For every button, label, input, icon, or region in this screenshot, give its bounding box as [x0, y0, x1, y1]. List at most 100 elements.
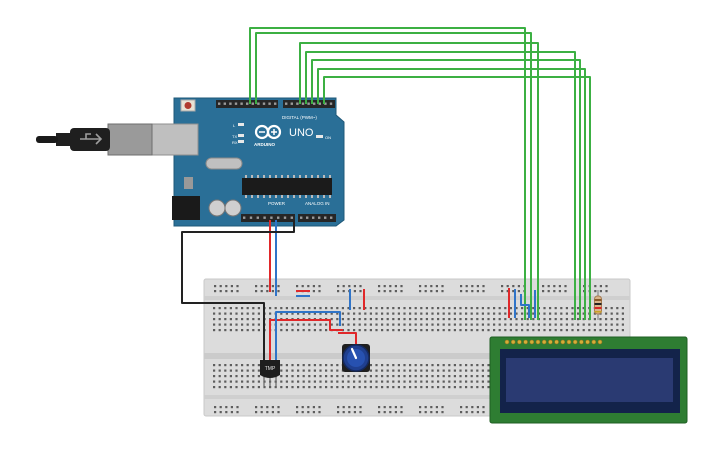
- breadboard-hole[interactable]: [588, 329, 591, 332]
- breadboard-hole[interactable]: [302, 369, 305, 372]
- breadboard-hole[interactable]: [252, 318, 255, 321]
- breadboard-hole[interactable]: [392, 364, 395, 367]
- breadboard-hole[interactable]: [257, 386, 260, 389]
- breadboard-hole[interactable]: [465, 364, 468, 367]
- breadboard-hole[interactable]: [392, 323, 395, 326]
- breadboard-hole[interactable]: [565, 329, 568, 332]
- breadboard-hole[interactable]: [482, 285, 485, 288]
- breadboard-hole[interactable]: [448, 323, 451, 326]
- header-pin[interactable]: [285, 102, 288, 105]
- breadboard-hole[interactable]: [302, 329, 305, 332]
- breadboard-hole[interactable]: [453, 364, 456, 367]
- lcd-pin-header[interactable]: [504, 339, 603, 345]
- breadboard-hole[interactable]: [291, 323, 294, 326]
- breadboard-hole[interactable]: [246, 364, 249, 367]
- header-pin[interactable]: [324, 216, 327, 219]
- breadboard-hole[interactable]: [460, 406, 463, 409]
- breadboard-hole[interactable]: [341, 312, 344, 315]
- breadboard-hole[interactable]: [235, 323, 238, 326]
- breadboard-hole[interactable]: [425, 364, 428, 367]
- breadboard-hole[interactable]: [260, 406, 263, 409]
- breadboard-hole[interactable]: [255, 290, 258, 293]
- breadboard-hole[interactable]: [409, 364, 412, 367]
- breadboard-hole[interactable]: [605, 285, 608, 288]
- breadboard-hole[interactable]: [318, 285, 321, 288]
- breadboard-hole[interactable]: [257, 369, 260, 372]
- breadboard-hole[interactable]: [470, 318, 473, 321]
- header-pin[interactable]: [263, 216, 266, 219]
- breadboard-hole[interactable]: [501, 285, 504, 288]
- breadboard-hole[interactable]: [425, 329, 428, 332]
- breadboard-hole[interactable]: [465, 323, 468, 326]
- breadboard-hole[interactable]: [330, 364, 333, 367]
- breadboard-hole[interactable]: [246, 386, 249, 389]
- breadboard-hole[interactable]: [312, 406, 315, 409]
- breadboard-hole[interactable]: [359, 290, 362, 293]
- breadboard-hole[interactable]: [571, 312, 574, 315]
- breadboard-hole[interactable]: [269, 312, 272, 315]
- breadboard-hole[interactable]: [369, 323, 372, 326]
- breadboard-hole[interactable]: [386, 318, 389, 321]
- breadboard-hole[interactable]: [381, 369, 384, 372]
- breadboard-hole[interactable]: [271, 290, 274, 293]
- breadboard-hole[interactable]: [481, 369, 484, 372]
- breadboard-hole[interactable]: [599, 285, 602, 288]
- breadboard-hole[interactable]: [481, 307, 484, 310]
- breadboard-hole[interactable]: [381, 375, 384, 378]
- breadboard-hole[interactable]: [430, 411, 433, 414]
- breadboard-hole[interactable]: [506, 290, 509, 293]
- breadboard-hole[interactable]: [553, 285, 556, 288]
- header-pin[interactable]: [240, 102, 243, 105]
- breadboard-hole[interactable]: [616, 323, 619, 326]
- breadboard-hole[interactable]: [577, 323, 580, 326]
- breadboard-hole[interactable]: [453, 380, 456, 383]
- lcd-pin[interactable]: [566, 339, 572, 345]
- breadboard-hole[interactable]: [277, 411, 280, 414]
- header-pin[interactable]: [234, 102, 238, 105]
- breadboard-hole[interactable]: [549, 318, 552, 321]
- breadboard-hole[interactable]: [532, 318, 535, 321]
- header-pin[interactable]: [262, 102, 266, 105]
- breadboard-hole[interactable]: [386, 312, 389, 315]
- breadboard-hole[interactable]: [448, 318, 451, 321]
- breadboard-hole[interactable]: [364, 375, 367, 378]
- lcd-pin[interactable]: [510, 339, 516, 345]
- breadboard-hole[interactable]: [437, 386, 440, 389]
- breadboard-hole[interactable]: [419, 285, 422, 288]
- breadboard-hole[interactable]: [219, 290, 222, 293]
- breadboard-hole[interactable]: [353, 406, 356, 409]
- lcd-pin[interactable]: [554, 339, 559, 345]
- breadboard-hole[interactable]: [369, 386, 372, 389]
- breadboard-hole[interactable]: [397, 312, 400, 315]
- breadboard-hole[interactable]: [532, 329, 535, 332]
- breadboard-hole[interactable]: [577, 318, 580, 321]
- breadboard-hole[interactable]: [386, 329, 389, 332]
- breadboard-hole[interactable]: [336, 364, 339, 367]
- lcd-pin[interactable]: [585, 339, 590, 345]
- breadboard-hole[interactable]: [348, 406, 351, 409]
- breadboard-hole[interactable]: [330, 369, 333, 372]
- breadboard-hole[interactable]: [325, 386, 328, 389]
- breadboard-hole[interactable]: [476, 318, 479, 321]
- breadboard-hole[interactable]: [341, 386, 344, 389]
- green-data-wire[interactable]: [255, 32, 532, 320]
- breadboard-hole[interactable]: [319, 369, 322, 372]
- breadboard-hole[interactable]: [476, 380, 479, 383]
- breadboard-hole[interactable]: [337, 290, 340, 293]
- breadboard-hole[interactable]: [465, 411, 468, 414]
- breadboard-hole[interactable]: [515, 307, 518, 310]
- breadboard-hole[interactable]: [229, 375, 232, 378]
- breadboard-hole[interactable]: [437, 329, 440, 332]
- breadboard-hole[interactable]: [435, 406, 438, 409]
- breadboard-hole[interactable]: [549, 329, 552, 332]
- breadboard-hole[interactable]: [543, 312, 546, 315]
- breadboard-hole[interactable]: [341, 375, 344, 378]
- breadboard-hole[interactable]: [554, 329, 557, 332]
- breadboard-hole[interactable]: [375, 369, 378, 372]
- breadboard-hole[interactable]: [358, 380, 361, 383]
- breadboard-hole[interactable]: [297, 323, 300, 326]
- breadboard-hole[interactable]: [277, 290, 280, 293]
- breadboard-hole[interactable]: [246, 329, 249, 332]
- breadboard-hole[interactable]: [605, 307, 608, 310]
- breadboard-hole[interactable]: [498, 323, 501, 326]
